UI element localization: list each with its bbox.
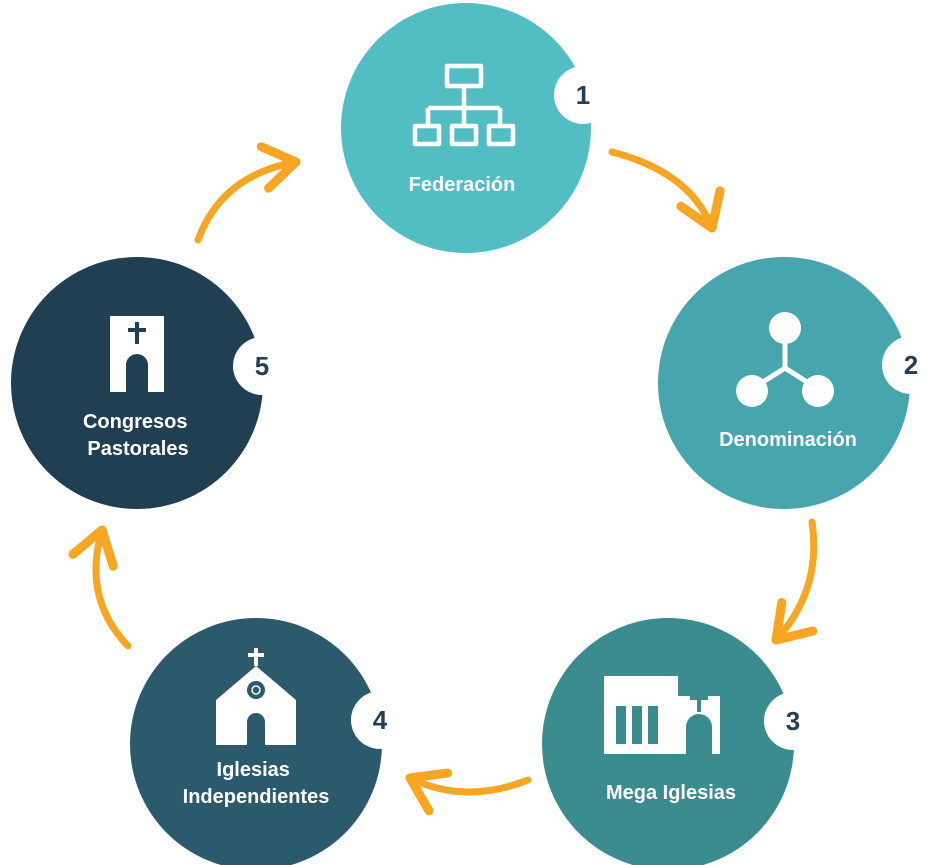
network-nodes-icon <box>736 312 834 407</box>
step-number: 1 <box>576 80 590 110</box>
step-badge <box>764 692 822 750</box>
mega-church-icon <box>604 676 720 754</box>
step-number: 2 <box>904 350 918 380</box>
step-badge <box>882 336 940 394</box>
arrow-4-to-5 <box>68 525 132 650</box>
step-number: 3 <box>786 706 800 736</box>
arrow-2-to-3 <box>771 518 818 645</box>
step-number: 4 <box>373 705 388 735</box>
arrow-5-to-1 <box>194 142 301 244</box>
archway-cross-icon <box>110 316 164 392</box>
node-circle <box>658 257 910 509</box>
node-label: Congresos Pastorales <box>83 411 193 460</box>
node-label: Federación <box>409 174 516 196</box>
step-badge <box>233 337 291 395</box>
node-congresos-pastorales: Congresos Pastorales 5 <box>11 257 291 509</box>
step-badge <box>351 691 409 749</box>
cycle-arrows <box>68 142 818 816</box>
chapel-icon <box>216 648 296 745</box>
node-label: Iglesias Independientes <box>183 759 330 808</box>
arrow-3-to-4 <box>405 768 532 816</box>
node-federacion: Federación 1 <box>341 3 612 253</box>
node-iglesias-independientes: Iglesias Independientes 4 <box>130 618 409 865</box>
arrow-1-to-2 <box>608 148 725 233</box>
node-circle <box>11 257 263 509</box>
step-badge <box>554 66 612 124</box>
node-mega-iglesias: Mega Iglesias 3 <box>542 618 822 865</box>
node-denominacion: Denominación 2 <box>658 257 940 509</box>
node-label: Denominación <box>719 429 857 451</box>
node-label: Mega Iglesias <box>606 782 736 804</box>
org-chart-icon <box>412 63 516 147</box>
step-number: 5 <box>255 351 269 381</box>
